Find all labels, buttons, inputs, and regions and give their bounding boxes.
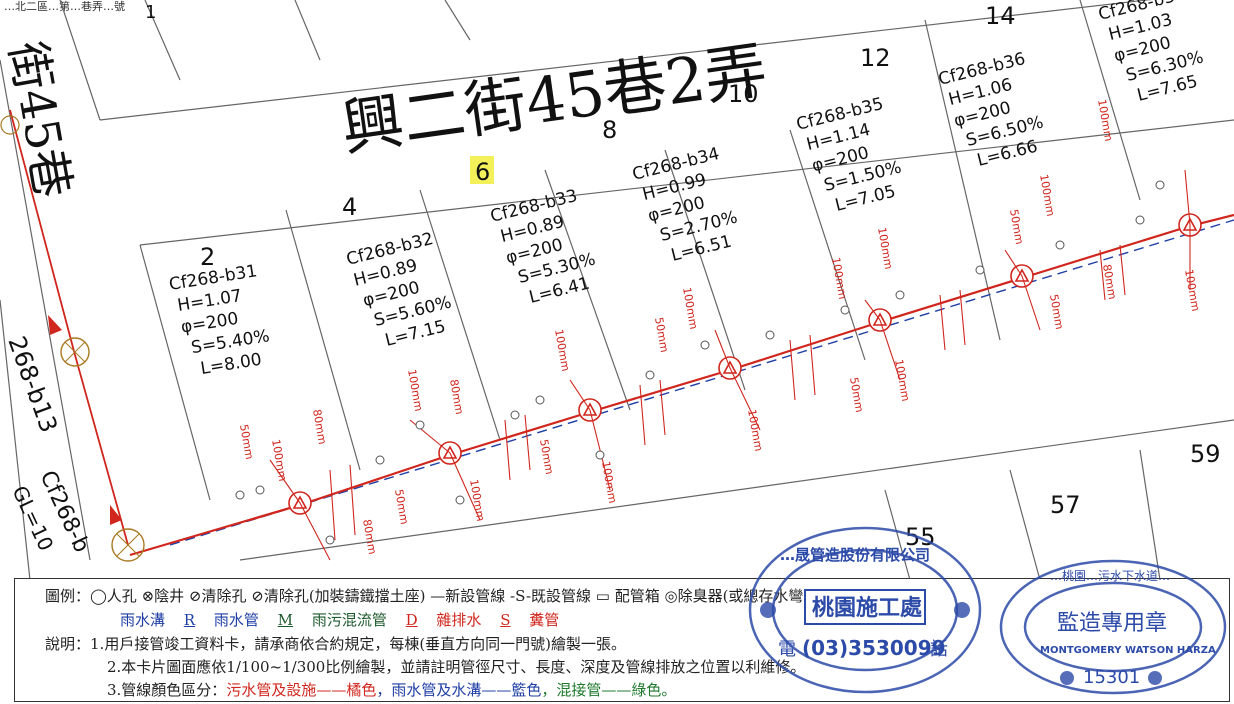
sewer-map: …北二區…第…巷弄…號 — [0, 0, 1234, 580]
legend-r-code: R — [183, 611, 196, 629]
stamp1-right-char: 話 — [930, 639, 948, 660]
stamp2-bottom-en: MONTGOMERY WATSON HARZA — [1040, 645, 1216, 656]
header-fragment: …北二區…第…巷弄…號 — [4, 0, 125, 13]
stamp2-top: …桃園…污水下水道… — [1050, 568, 1170, 583]
svg-text:50mm: 50mm — [847, 376, 866, 413]
lot-numbers: 2 4 6 8 10 12 14 55 57 59 1 — [145, 2, 1221, 551]
note-line-3: 3.管線顏色區分：污水管及設施——橘色，雨水管及水溝——籃色，混接管——綠色。 — [107, 679, 676, 700]
svg-text:100mm: 100mm — [1182, 268, 1202, 312]
manhole-annotation-b32: Cf268-b32 H=0.89 φ=200 S=5.60% L=7.15 — [344, 229, 453, 351]
svg-text:100mm: 100mm — [1037, 173, 1057, 217]
branch-pipes — [269, 169, 1191, 561]
note-1: 1.用戶接管竣工資料卡，請承商依合約規定，每棟(垂直方向同一門號)繪製一張。 — [90, 635, 627, 653]
svg-text:100mm: 100mm — [892, 358, 912, 402]
svg-text:50mm: 50mm — [392, 488, 411, 525]
svg-text:10: 10 — [728, 80, 759, 108]
svg-text:100mm: 100mm — [829, 256, 849, 300]
manhole-annotation-b31: Cf268-b31 H=1.07 φ=200 S=5.40% L=8.00 — [168, 261, 271, 379]
legend-sewage-pipe: 糞管 — [529, 611, 560, 629]
contractor-stamp: …晟管造股份有限公司 桃園施工處 (03)3530099 電 話 — [748, 526, 982, 694]
svg-text:8: 8 — [602, 116, 617, 144]
legend-d-code: D — [405, 611, 418, 629]
parcel-grid — [0, 0, 1234, 580]
note-3-a: 3.管線顏色區分： — [107, 681, 227, 699]
note-3-orange: 污水管及設施——橘色 — [226, 681, 377, 699]
legend-box: 圖例：◯人孔 ⊗陰井 ⊘清除孔 ⊘清除孔(加裝鑄鐵擋土座) —新設管線 -S-既… — [14, 578, 1230, 702]
svg-text:80mm: 80mm — [1100, 263, 1119, 300]
manhole-annotation-b3x: Cf268-b3 H=1.03 φ=200 S=6.30% L=7.65 — [1096, 0, 1205, 106]
stamp2-center: 監造專用章 — [1057, 611, 1167, 636]
stamp1-center: 桃園施工處 — [812, 595, 922, 621]
legend-rain-pipe: 雨水管 — [213, 611, 259, 629]
note-2: 2.本卡片圖面應依1/100~1/300比例繪製，並請註明管徑尺寸、長度、深度及… — [107, 658, 806, 676]
svg-text:100mm: 100mm — [875, 226, 895, 270]
svg-text:100mm: 100mm — [269, 438, 289, 482]
stamp1-left-char: 電 — [778, 639, 796, 660]
svg-text:50mm: 50mm — [652, 316, 671, 353]
svg-text:100mm: 100mm — [745, 408, 765, 452]
legend-drain: 雜排水 — [436, 611, 482, 629]
pipe-size-labels: 100mm 100mm 100mm 100mm 100mm 100mm 100m… — [237, 98, 1202, 555]
legend-pipe-types: 雨水溝 R 雨水管 M 雨污混流管 D 雜排水 S 糞管 — [120, 609, 559, 630]
stamp1-phone: (03)3530099 — [802, 636, 946, 660]
note-3-green: ，混接管——綠色。 — [541, 681, 677, 699]
svg-text:1: 1 — [145, 2, 156, 23]
svg-text:50mm: 50mm — [1007, 208, 1026, 245]
legend-symbols: 圖例：◯人孔 ⊗陰井 ⊘清除孔 ⊘清除孔(加裝鑄鐵擋土座) —新設管線 -S-既… — [45, 585, 809, 606]
svg-text:100mm: 100mm — [552, 328, 572, 372]
svg-text:57: 57 — [1050, 491, 1081, 519]
street-title: 興二街45巷2弄 — [337, 33, 771, 165]
svg-text:50mm: 50mm — [1047, 293, 1066, 330]
manhole-annotation-b36: Cf268-b36 H=1.06 φ=200 S=6.50% L=6.66 — [936, 49, 1045, 171]
manhole-annotation-b35: Cf268-b35 H=1.14 φ=200 S=1.50% L=7.05 — [794, 94, 903, 216]
legend-s-code: S — [500, 611, 511, 629]
svg-text:80mm: 80mm — [310, 408, 329, 445]
manhole-symbols — [288, 213, 1202, 515]
manhole-annotation-b34: Cf268-b34 H=0.99 φ=200 S=2.70% L=6.51 — [630, 144, 739, 266]
svg-text:100mm: 100mm — [599, 460, 619, 504]
stamp2-number: 15301 — [1083, 667, 1140, 688]
side-sewer-line — [0, 109, 145, 562]
svg-text:50mm: 50mm — [537, 438, 556, 475]
legend-rain-ditch: 雨水溝 — [120, 611, 166, 629]
svg-text:6: 6 — [475, 158, 490, 186]
legend-mixed-pipe: 雨污混流管 — [311, 611, 387, 629]
svg-text:80mm: 80mm — [447, 378, 466, 415]
stamp1-company: …晟管造股份有限公司 — [780, 546, 930, 564]
side-text-1: 268-b13 — [2, 332, 63, 436]
supervision-stamp: …桃園…污水下水道… 監造專用章 MONTGOMERY WATSON HARZA… — [999, 559, 1227, 695]
svg-text:59: 59 — [1190, 440, 1221, 468]
svg-text:50mm: 50mm — [237, 423, 256, 460]
svg-text:12: 12 — [860, 44, 891, 72]
svg-text:100mm: 100mm — [405, 368, 425, 412]
svg-text:100mm: 100mm — [467, 478, 487, 522]
existing-pipe-dashed — [169, 219, 1234, 546]
cleanout-symbols — [235, 180, 1165, 545]
legend-prefix: 圖例： — [45, 587, 91, 605]
svg-text:14: 14 — [985, 2, 1016, 30]
svg-text:100mm: 100mm — [680, 286, 700, 330]
note-prefix: 說明： — [45, 635, 91, 653]
note-3-blue: ，雨水管及水溝——籃色 — [376, 681, 542, 699]
svg-text:80mm: 80mm — [360, 518, 379, 555]
side-street-label: 街45巷 — [0, 37, 81, 201]
svg-text:2: 2 — [200, 243, 215, 271]
svg-text:4: 4 — [342, 193, 357, 221]
legend-symbol-list: ◯人孔 ⊗陰井 ⊘清除孔 ⊘清除孔(加裝鑄鐵擋土座) —新設管線 -S-既設管線… — [90, 587, 810, 605]
legend-m-code: M — [277, 611, 294, 629]
manhole-annotation-b33: Cf268-b33 H=0.89 φ=200 S=5.30% L=6.41 — [488, 186, 597, 308]
note-line-1: 說明：1.用戶接管竣工資料卡，請承商依合約規定，每棟(垂直方向同一門號)繪製一張… — [45, 633, 626, 654]
